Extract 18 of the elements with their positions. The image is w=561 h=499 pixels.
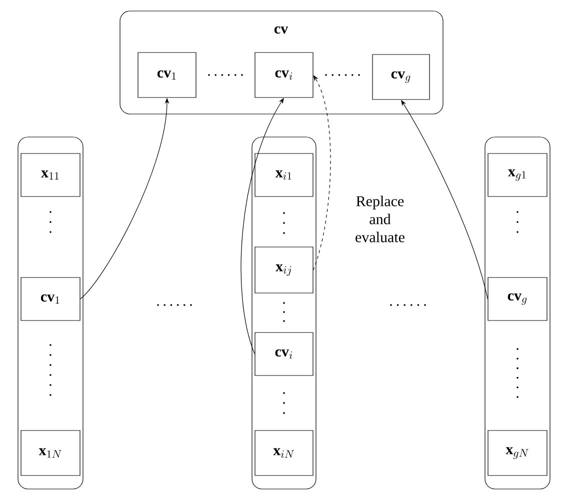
variable-box: $\mathbf{x}_{1N}$ <box>20 430 80 476</box>
arrow <box>313 75 331 270</box>
variable-box: $\mathbf{x}_{gN}$ <box>488 430 548 476</box>
variable-box: $\mathbf{cv}_i$ <box>254 52 314 98</box>
variable-box: $\mathbf{x}_{11}$ <box>20 153 80 197</box>
variable-box: $\mathbf{cv}_g$ <box>372 54 430 100</box>
variable-box: $\mathbf{cv}_1$ <box>20 277 80 321</box>
column-bar <box>484 136 550 490</box>
variable-box: $\mathbf{cv}_g$ <box>488 277 548 321</box>
column-bar <box>252 136 316 490</box>
variable-box: $\mathbf{x}_{i1}$ <box>254 153 314 197</box>
variable-box: $\mathbf{x}_{g1}$ <box>488 153 548 197</box>
column-bar <box>18 136 84 490</box>
variable-box: $\mathbf{x}_{iN}$ <box>254 430 314 476</box>
variable-box: $\mathbf{x}_{ij}$ <box>254 246 314 294</box>
variable-box: $\mathbf{cv}_1$ <box>138 52 196 98</box>
edge-label: Replace and evaluate <box>348 194 412 244</box>
variable-box: $\mathbf{cv}_i$ <box>254 332 314 376</box>
